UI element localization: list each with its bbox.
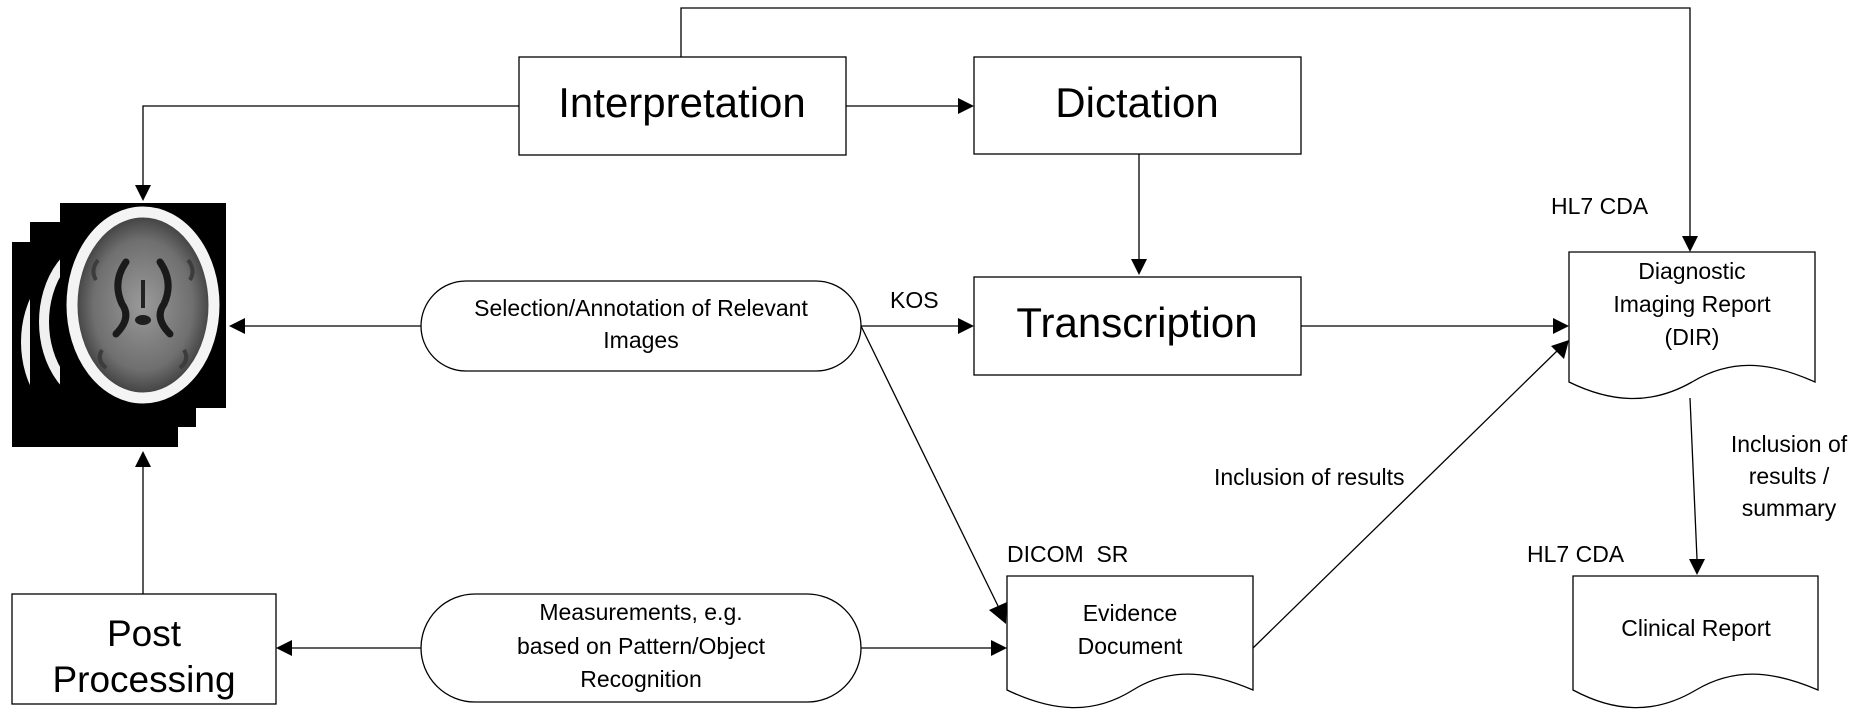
kos-label: KOS bbox=[890, 287, 939, 313]
measurements-label-line3: Recognition bbox=[580, 666, 701, 692]
arrowhead-into-evidence-side bbox=[991, 640, 1007, 656]
arrowhead-into-images-top bbox=[135, 185, 151, 201]
inclusion-summary-line3: summary bbox=[1742, 495, 1837, 521]
hl7-cda-label-top: HL7 CDA bbox=[1551, 193, 1649, 219]
arrowhead-into-postprocessing bbox=[276, 640, 292, 656]
edge-interpretation-to-images bbox=[142, 105, 519, 185]
evidence-label-line1: Evidence bbox=[1083, 600, 1178, 626]
edge-interpretation-to-dir bbox=[680, 7, 1691, 236]
diagnostic-imaging-report-node: Diagnostic Imaging Report (DIR) bbox=[1568, 251, 1816, 400]
transcription-node: Transcription bbox=[973, 276, 1302, 376]
post-processing-label-line1: Post bbox=[107, 613, 182, 654]
dir-label-line3: (DIR) bbox=[1665, 324, 1720, 350]
arrowhead-into-evidence-diagonal bbox=[989, 602, 1007, 624]
arrowhead-into-dictation bbox=[958, 98, 974, 114]
dir-label-line2: Imaging Report bbox=[1613, 291, 1771, 317]
inclusion-of-results-label: Inclusion of results bbox=[1214, 464, 1404, 490]
dir-label-line1: Diagnostic bbox=[1638, 258, 1745, 284]
selection-annotation-node: Selection/Annotation of Relevant Images bbox=[420, 280, 862, 372]
arrowhead-into-transcription-side bbox=[958, 318, 974, 334]
interpretation-label: Interpretation bbox=[558, 79, 806, 126]
post-processing-label-line2: Processing bbox=[52, 659, 235, 700]
arrowhead-into-images-side bbox=[229, 318, 245, 334]
arrowhead-into-dir-diagonal bbox=[1551, 340, 1569, 359]
arrowhead-into-images-bottom bbox=[135, 451, 151, 467]
transcription-label: Transcription bbox=[1016, 299, 1257, 346]
connectors bbox=[135, 7, 1705, 656]
edge-dir-to-clinical bbox=[1689, 397, 1698, 560]
selection-label-line2: Images bbox=[603, 327, 678, 353]
selection-label-line1: Selection/Annotation of Relevant bbox=[474, 295, 808, 321]
ct-brain-scan-stack-icon bbox=[12, 203, 226, 447]
evidence-label-line2: Document bbox=[1078, 633, 1183, 659]
arrowhead-into-dir-side bbox=[1553, 318, 1569, 334]
dictation-label: Dictation bbox=[1055, 79, 1218, 126]
interpretation-node: Interpretation bbox=[518, 56, 847, 156]
evidence-document-node: Evidence Document bbox=[1006, 575, 1254, 709]
hl7-cda-label-bottom: HL7 CDA bbox=[1527, 541, 1625, 567]
edge-selection-to-evidence bbox=[860, 325, 1000, 609]
clinical-report-node: Clinical Report bbox=[1572, 575, 1819, 709]
arrowhead-into-clinical bbox=[1689, 559, 1705, 575]
arrowhead-into-transcription bbox=[1131, 259, 1147, 275]
dicom-sr-label: DICOM SR bbox=[1007, 541, 1128, 567]
dictation-node: Dictation bbox=[973, 56, 1302, 155]
clinical-report-label: Clinical Report bbox=[1621, 615, 1771, 641]
measurements-label-line2: based on Pattern/Object bbox=[517, 633, 766, 659]
edge-evidence-to-dir bbox=[1252, 349, 1559, 649]
measurements-node: Measurements, e.g. based on Pattern/Obje… bbox=[420, 593, 862, 703]
inclusion-summary-line2: results / bbox=[1749, 463, 1830, 489]
arrowhead-into-dir-top bbox=[1682, 236, 1698, 252]
measurements-label-line1: Measurements, e.g. bbox=[539, 599, 742, 625]
inclusion-summary-line1: Inclusion of bbox=[1731, 431, 1848, 457]
post-processing-node: Post Processing bbox=[11, 593, 277, 705]
